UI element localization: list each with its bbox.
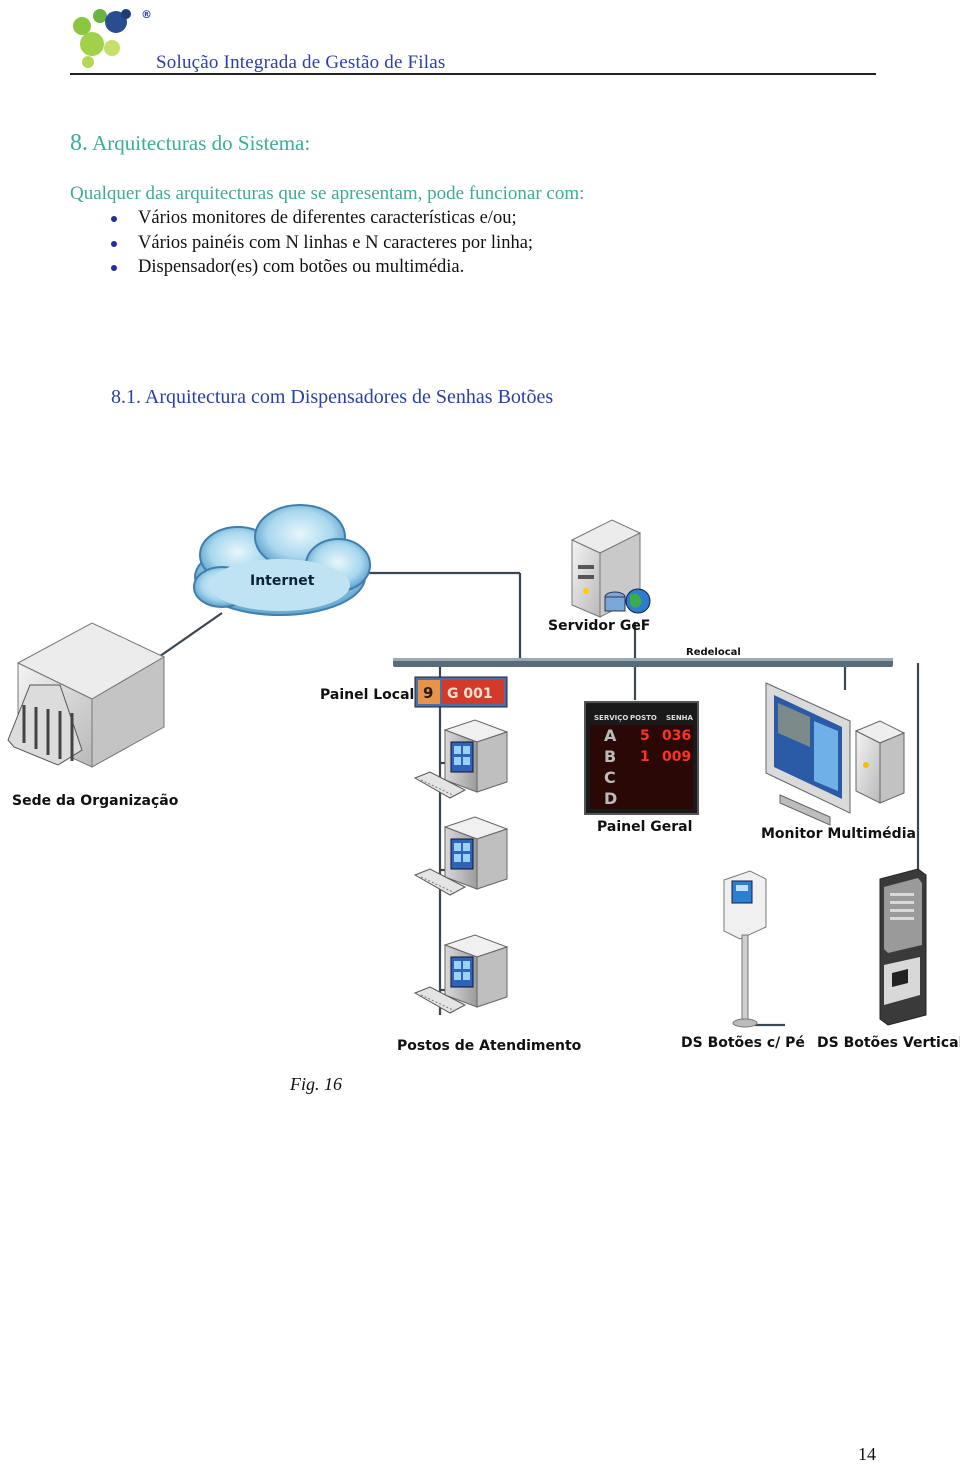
- pg-row-servico: A: [604, 726, 617, 745]
- list-item: Vários monitores de diferentes caracterí…: [108, 206, 533, 231]
- ticket-dispenser-stand: DS Botões c/ Pé: [681, 870, 805, 1051]
- intro-text: Qualquer das arquitecturas que se aprese…: [70, 183, 585, 204]
- list-item: Dispensador(es) com botões ou multimédia…: [108, 255, 533, 280]
- ticket-dispenser-vertical: DS Botões Vertical: [817, 868, 960, 1051]
- lan-label: Redelocal: [686, 647, 741, 658]
- multimedia-monitor: Monitor Multimédia: [761, 682, 916, 842]
- page-number: 14: [858, 1444, 876, 1464]
- pg-header-senha: SENHA: [666, 714, 694, 722]
- pg-row-posto: 1: [640, 749, 650, 765]
- ds-pe-label: DS Botões c/ Pé: [681, 1035, 805, 1051]
- bullet-icon: [111, 216, 117, 222]
- section-title-text: Arquitecturas do Sistema:: [92, 131, 311, 155]
- bullet-icon: [111, 240, 117, 247]
- pg-row-senha: 036: [662, 728, 691, 744]
- painel-local: Painel Local 9 G 001: [320, 676, 508, 708]
- workstation: [413, 816, 509, 896]
- architecture-diagram: Internet Servidor GeF Redelocal Sede da …: [0, 495, 960, 1065]
- network-lines: [129, 571, 920, 1027]
- pg-row-senha: 009: [662, 749, 691, 765]
- pg-header-servico: SERVIÇO: [594, 714, 628, 722]
- painel-local-posto: 9: [423, 684, 433, 702]
- hq-label: Sede da Organização: [12, 793, 179, 809]
- ds-vertical-label: DS Botões Vertical: [817, 1035, 960, 1051]
- bullet-list: Vários monitores de diferentes caracterí…: [108, 206, 533, 280]
- server-label: Servidor GeF: [548, 618, 650, 634]
- monitor-label: Monitor Multimédia: [761, 826, 916, 842]
- postos-label: Postos de Atendimento: [397, 1038, 582, 1054]
- list-item: Vários painéis com N linhas e N caracter…: [108, 231, 533, 256]
- painel-geral: SERVIÇO POSTO SENHA A 5 036 B 1 009 C D …: [584, 701, 699, 835]
- workstation: [413, 719, 509, 799]
- svg-text:®: ®: [141, 8, 152, 21]
- internet-cloud: Internet: [193, 504, 371, 616]
- subsection-title: 8.1. Arquitectura com Dispensadores de S…: [111, 386, 554, 408]
- pg-row-servico: C: [604, 768, 616, 787]
- pg-header-posto: POSTO: [630, 714, 657, 722]
- internet-label: Internet: [250, 573, 315, 589]
- gef-logo: ®: [68, 4, 158, 70]
- pg-row-servico: B: [604, 747, 616, 766]
- painel-geral-label: Painel Geral: [597, 819, 692, 835]
- server: Servidor GeF: [548, 519, 651, 634]
- painel-local-senha: G 001: [447, 686, 493, 702]
- pg-row-servico: D: [604, 789, 617, 808]
- headquarters-building: Sede da Organização: [7, 622, 179, 809]
- section-title: 8. Arquitecturas do Sistema:: [70, 130, 310, 157]
- header-title: Solução Integrada de Gestão de Filas: [156, 52, 446, 73]
- bullet-icon: [111, 265, 117, 271]
- section-number: 8.: [70, 130, 88, 156]
- workstation: [413, 934, 509, 1014]
- header-rule: [70, 73, 876, 75]
- pg-row-posto: 5: [640, 728, 650, 744]
- painel-local-label: Painel Local: [320, 687, 414, 703]
- figure-caption: Fig. 16: [290, 1074, 342, 1094]
